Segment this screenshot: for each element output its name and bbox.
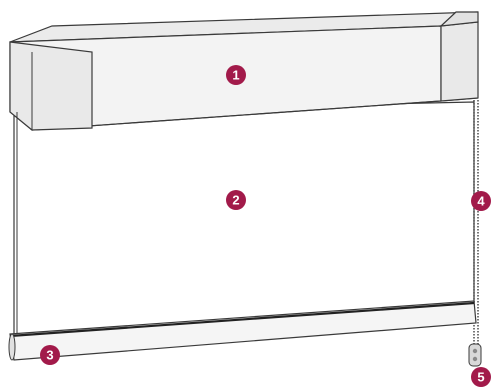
- marker-5: 5: [471, 367, 491, 387]
- marker-1: 1: [226, 65, 246, 85]
- fabric-panel: [13, 101, 475, 337]
- marker-4-label: 4: [477, 194, 485, 209]
- right-end-cap-top: [439, 11, 479, 27]
- marker-2: 2: [226, 190, 246, 210]
- right-end-cap-front: [440, 21, 479, 102]
- marker-1-label: 1: [232, 68, 239, 83]
- marker-3: 3: [40, 345, 60, 365]
- left-end-cap: [9, 41, 93, 131]
- bottom-rail-end-cap: [8, 333, 16, 361]
- bottom-rail-top-line: [9, 301, 475, 338]
- marker-2-label: 2: [232, 193, 239, 208]
- marker-5-label: 5: [477, 370, 484, 385]
- marker-4: 4: [471, 191, 491, 211]
- marker-3-label: 3: [46, 348, 53, 363]
- chain-tensioner: [468, 343, 482, 367]
